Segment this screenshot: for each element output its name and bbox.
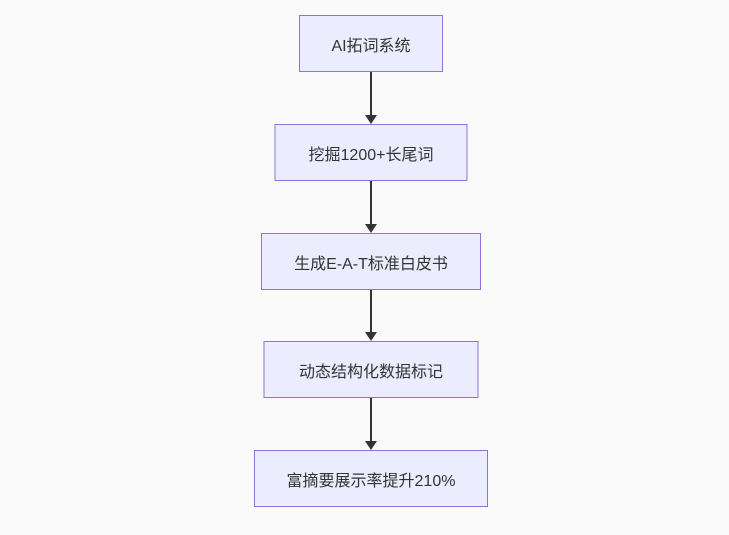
arrow-line <box>370 72 372 117</box>
flow-arrow-2 <box>365 181 377 233</box>
arrowhead-down-icon <box>365 115 377 124</box>
flow-node-structured-data-markup: 动态结构化数据标记 <box>263 341 479 398</box>
arrow-line <box>370 181 372 226</box>
flow-node-longtail-mining: 挖掘1200+长尾词 <box>274 124 468 181</box>
arrowhead-down-icon <box>365 441 377 450</box>
arrowhead-down-icon <box>365 224 377 233</box>
flow-arrow-1 <box>365 72 377 124</box>
flow-node-rich-snippet-result: 富摘要展示率提升210% <box>254 450 488 507</box>
arrow-line <box>370 290 372 334</box>
arrowhead-down-icon <box>365 332 377 341</box>
flow-node-eat-whitepaper: 生成E-A-T标准白皮书 <box>261 233 481 290</box>
flow-arrow-4 <box>365 398 377 450</box>
flow-arrow-3 <box>365 290 377 341</box>
flow-node-ai-keyword-system: AI拓词系统 <box>299 15 443 72</box>
arrow-line <box>370 398 372 443</box>
